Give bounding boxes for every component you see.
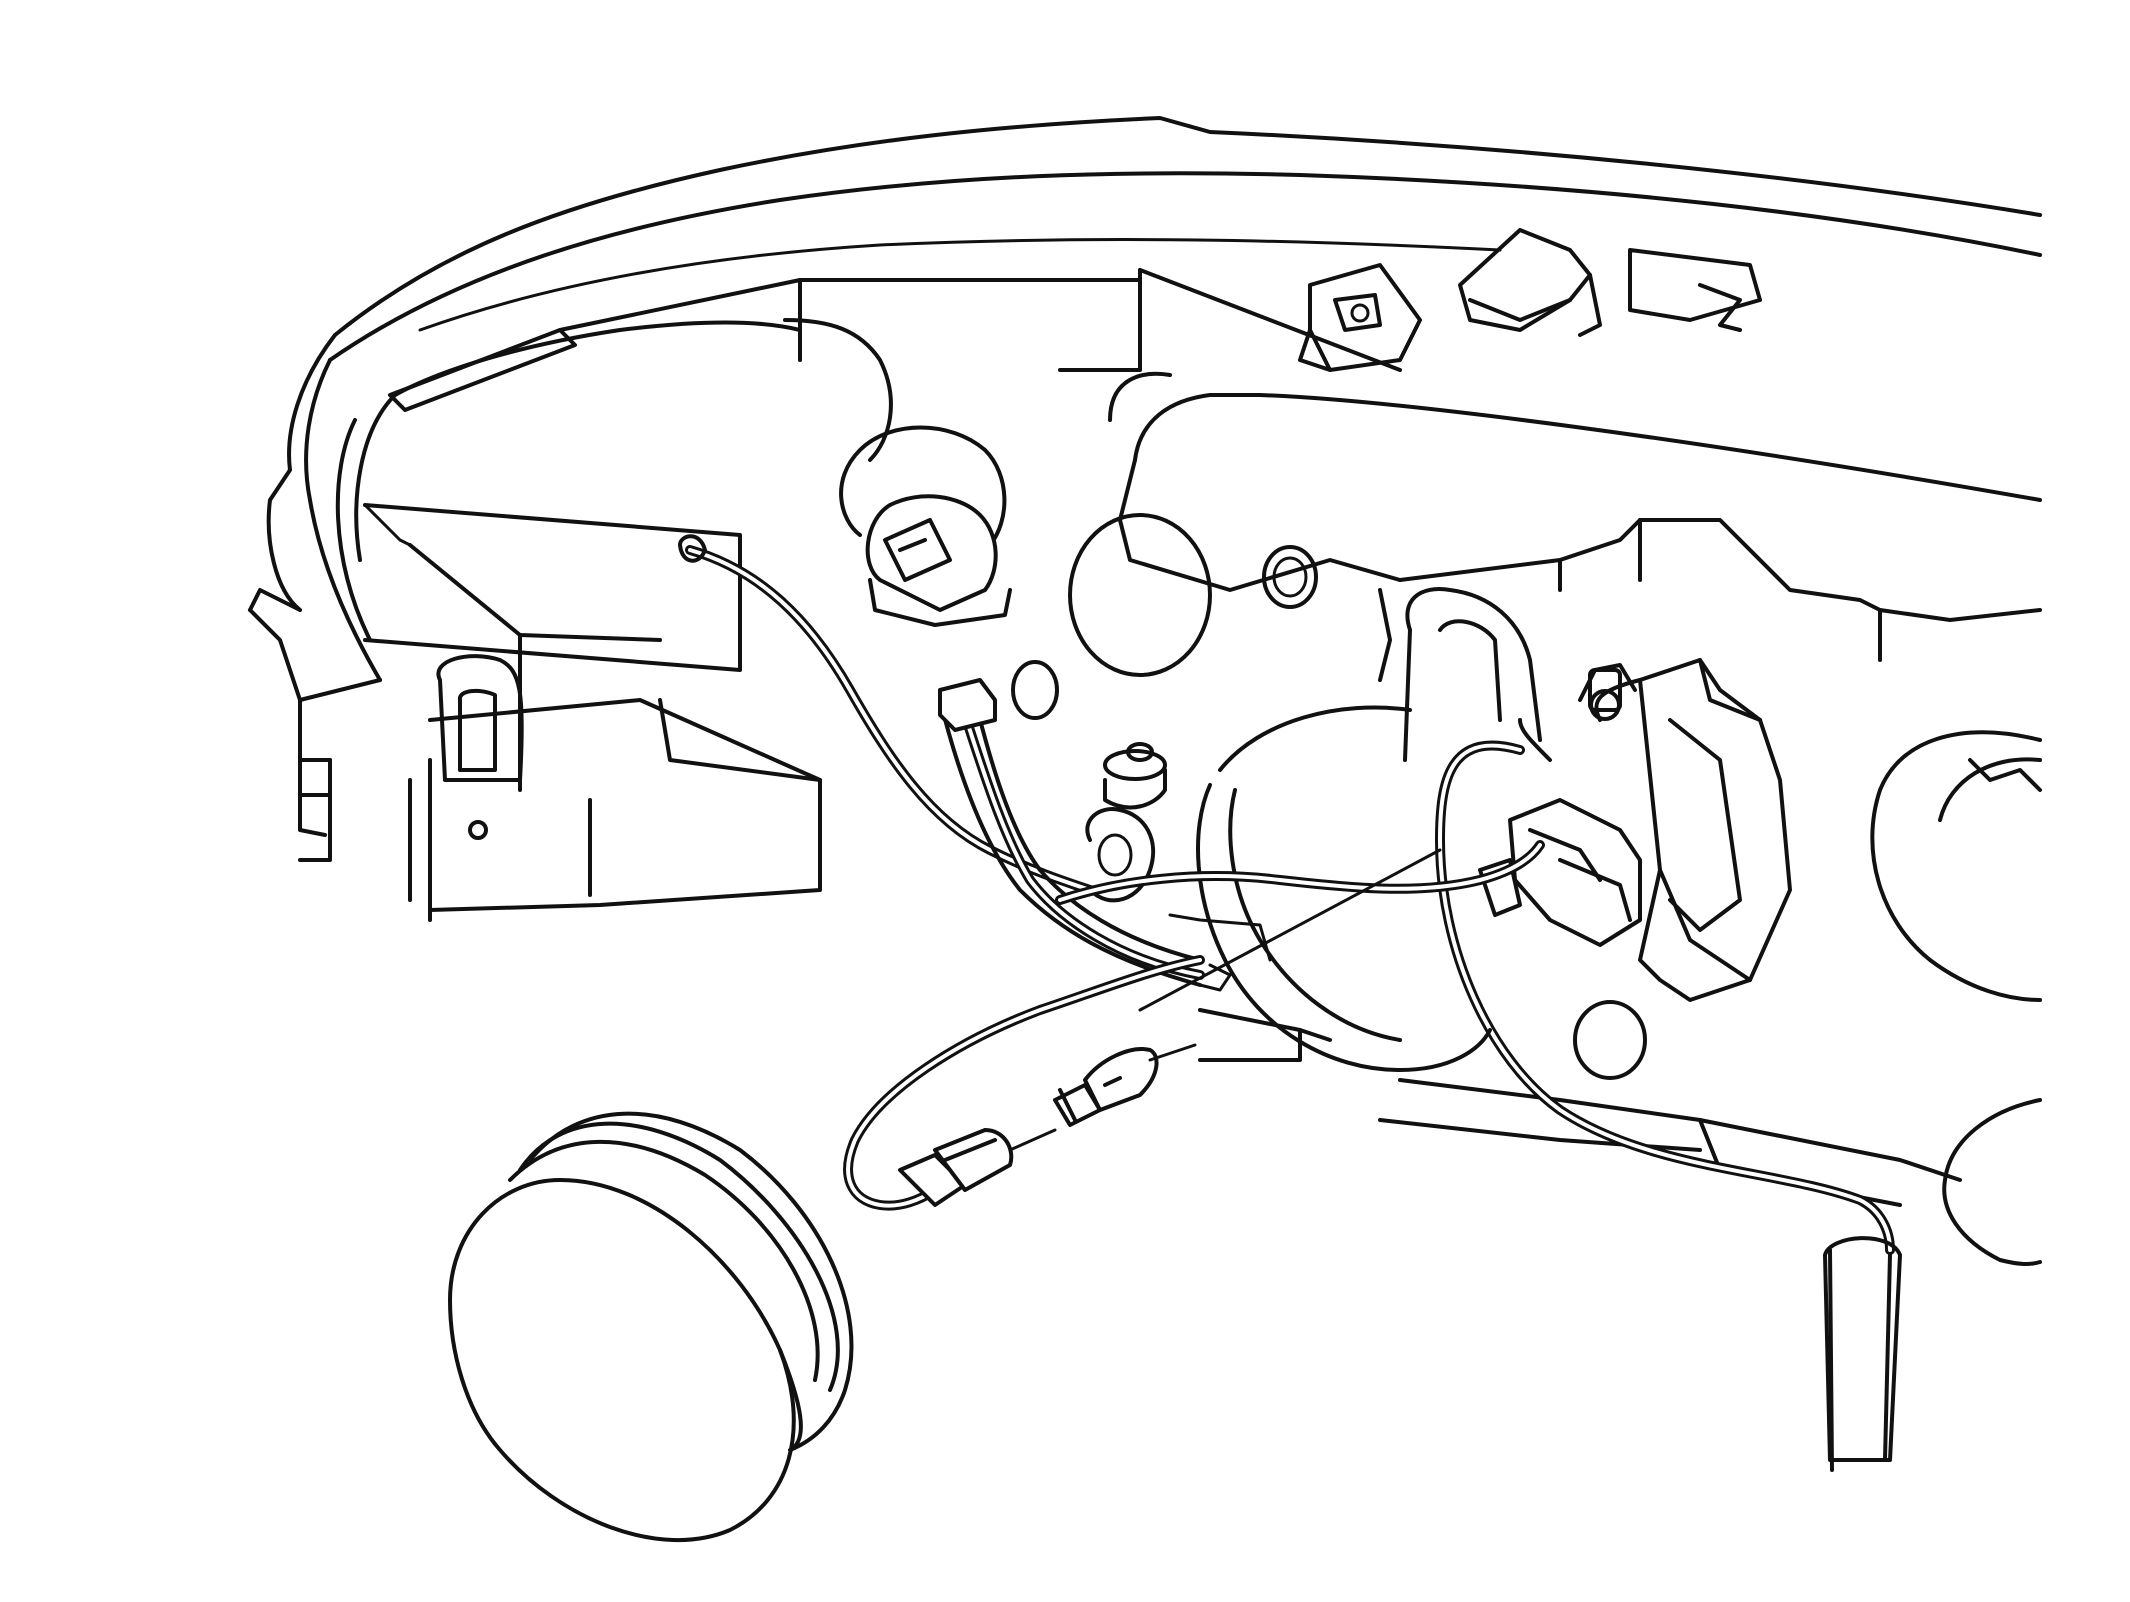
headlamp-housing-icon: [248, 116, 2042, 1267]
dust-cap-icon: [448, 1111, 854, 1543]
leveling-motor-icon: [1403, 587, 1902, 1472]
wedge-bulb-icon: [1053, 1043, 1197, 1127]
headlamp-housing-icon: [298, 371, 1172, 902]
harness-connector-icon: [898, 1128, 1057, 1207]
headlamp-housing-icon: [1168, 705, 1492, 1072]
wiring-harness-icon: [678, 534, 1545, 1211]
mounting-tabs-icon: [1298, 228, 1762, 372]
bulb-socket-icon: [839, 425, 1318, 903]
